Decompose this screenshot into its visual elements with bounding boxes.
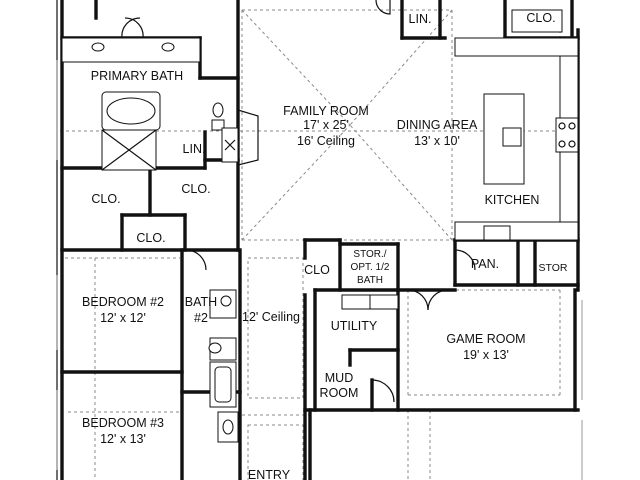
stor-bath-line3: BATH <box>357 275 383 286</box>
bath2-line1: BATH <box>185 295 217 309</box>
clo-mid-label: CLO. <box>181 182 210 196</box>
kitchen-label: KITCHEN <box>485 193 540 207</box>
mud-room-line1: MUD <box>325 371 353 385</box>
clo-top-label: CLO. <box>526 11 555 25</box>
dining-area-size: 13' x 10' <box>414 134 460 148</box>
utility-label: UTILITY <box>331 319 378 333</box>
fixtures <box>61 0 579 443</box>
lin-top-label: LIN. <box>409 12 432 26</box>
clo-left-label: CLO. <box>91 192 120 206</box>
bedroom2-size: 12' x 12' <box>100 311 146 325</box>
entry-label: ENTRY <box>248 468 291 480</box>
dining-area-name: DINING AREA <box>397 118 478 132</box>
hall-ceiling-label: 12' Ceiling <box>242 310 300 324</box>
stor-right-label: STOR <box>539 262 568 274</box>
clo-bottom-label: CLO. <box>136 231 165 245</box>
family-room-ceiling: 16' Ceiling <box>297 134 355 148</box>
primary-bath-label: PRIMARY BATH <box>91 69 183 83</box>
bedroom3-size: 12' x 13' <box>100 432 146 446</box>
bedroom3-name: BEDROOM #3 <box>82 416 164 430</box>
game-room-name: GAME ROOM <box>446 332 525 346</box>
windows <box>56 60 583 480</box>
mud-room-line2: ROOM <box>320 386 359 400</box>
game-room-size: 19' x 13' <box>463 348 509 362</box>
stor-bath-line2: OPT. 1/2 <box>351 262 390 273</box>
room-labels: LIN. CLO. PRIMARY BATH FAMILY ROOM 17' x… <box>82 11 568 480</box>
pan-label: PAN. <box>471 257 499 271</box>
clo-hall-label: CLO <box>304 263 330 277</box>
bedroom2-name: BEDROOM #2 <box>82 295 164 309</box>
bath2-line2: #2 <box>194 311 208 325</box>
stor-bath-line1: STOR./ <box>353 249 386 260</box>
family-room-size: 17' x 25' <box>303 118 349 132</box>
lin-bath-label: LIN. <box>183 142 206 156</box>
family-room-name: FAMILY ROOM <box>283 104 369 118</box>
